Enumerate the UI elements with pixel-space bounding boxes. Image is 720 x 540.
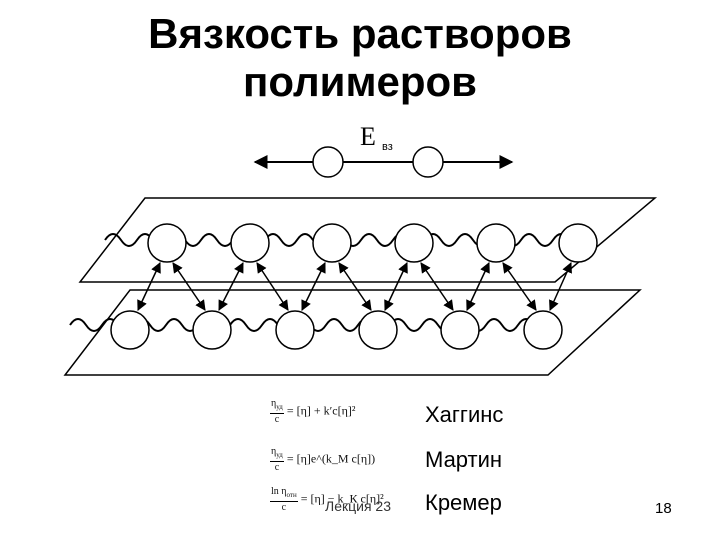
- equation-kraemer: ln ηотн c = [η] − k_К c[η]²: [270, 486, 384, 513]
- interaction-arrows: [137, 262, 572, 311]
- slide-title: Вязкость растворов полимеров: [0, 10, 720, 106]
- label-martin: Мартин: [425, 447, 503, 472]
- title-line-1: Вязкость растворов: [148, 10, 572, 57]
- equation-martin: ηуд c = [η]e^(k_M c[η]): [270, 446, 376, 473]
- energy-label: E: [360, 122, 376, 151]
- footer-lecture: Лекция 23: [325, 498, 391, 514]
- top-ball-right: [412, 146, 444, 178]
- label-huggins: Хаггинс: [425, 402, 504, 427]
- top-molecule-pair: [253, 146, 514, 178]
- top-ball-left: [312, 146, 344, 178]
- equation-huggins-rhs: = [η] + k′c[η]²: [286, 403, 356, 418]
- upper-chain-balls: [147, 223, 598, 263]
- lower-plane: [63, 289, 642, 376]
- equation-huggins: ηуд c = [η] + k′c[η]²: [270, 398, 356, 425]
- label-kraemer: Кремер: [425, 490, 502, 515]
- lower-chain-balls: [110, 310, 563, 350]
- page-number: 18: [655, 500, 672, 517]
- equation-martin-rhs: = [η]e^(k_M c[η]): [286, 451, 376, 466]
- title-line-2: полимеров: [242, 58, 478, 105]
- equation-kraemer-rhs: = [η] − k_К c[η]²: [300, 491, 384, 506]
- energy-label-subscript: вз: [382, 141, 393, 153]
